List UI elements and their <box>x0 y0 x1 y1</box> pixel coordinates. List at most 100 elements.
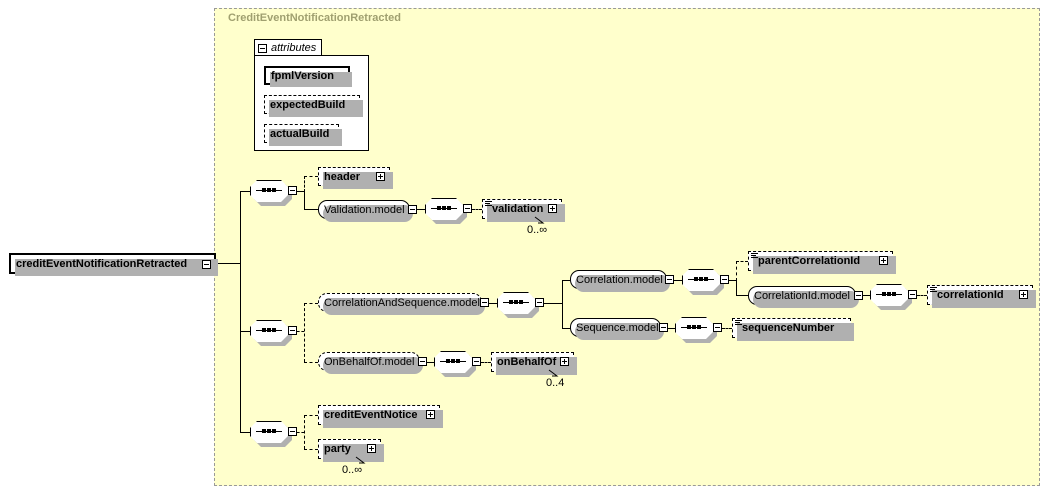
connector <box>674 280 682 281</box>
node-shadow <box>269 129 342 146</box>
element-creditEventNotice[interactable]: creditEventNotice <box>318 405 443 428</box>
node-shadow <box>753 256 896 274</box>
expand-toggle-icon[interactable] <box>426 410 435 419</box>
group-collapse-icon[interactable] <box>408 205 417 214</box>
group-collapse-icon[interactable] <box>720 275 729 284</box>
group-collapse-icon[interactable] <box>472 357 481 366</box>
occurrence-label-validation: 0..∞ <box>527 224 548 236</box>
element-party[interactable]: party <box>318 439 384 462</box>
group-collapse-icon[interactable] <box>535 298 544 307</box>
group-collapse-icon[interactable] <box>854 291 863 300</box>
attribute-fpmlVersion[interactable]: fpmlVersion <box>264 66 352 87</box>
group-collapse-icon[interactable] <box>288 186 297 195</box>
element-parentCorrelationId[interactable]: parentCorrelationId <box>748 251 896 274</box>
sequence-dot <box>267 328 271 332</box>
node-shadow <box>932 290 1036 308</box>
node-shadow <box>323 410 443 428</box>
expand-toggle-icon[interactable] <box>548 204 557 213</box>
connector <box>240 331 250 332</box>
sequence-group-validation[interactable] <box>425 198 467 224</box>
element-correlationId[interactable]: correlationId <box>927 285 1036 308</box>
node-shadow <box>323 205 413 222</box>
connector-optional <box>472 209 482 210</box>
repeat-indicator-icon <box>548 369 559 377</box>
node-shadow <box>753 291 859 308</box>
connector-optional <box>736 261 748 262</box>
element-validation[interactable]: validation <box>482 199 565 222</box>
expand-toggle-icon[interactable] <box>367 444 376 453</box>
group-collapse-icon[interactable] <box>418 357 427 366</box>
group-ref-validation-model[interactable]: Validation.model <box>318 200 413 222</box>
sequence-dot <box>267 429 271 433</box>
connector-optional <box>722 328 732 329</box>
node-shadow <box>575 323 664 340</box>
sequence-group-sequence-number[interactable] <box>675 317 717 343</box>
sequence-dot <box>699 277 703 281</box>
group-collapse-icon[interactable] <box>908 290 917 299</box>
group-collapse-icon[interactable] <box>480 298 489 307</box>
expand-toggle-icon[interactable] <box>879 256 888 265</box>
node-shadow <box>737 323 854 341</box>
element-label: correlationId <box>937 289 1004 301</box>
sequence-group-3[interactable] <box>250 421 292 447</box>
root-element-node[interactable]: creditEventNotificationRetracted <box>9 253 218 276</box>
element-sequenceNumber[interactable]: sequenceNumber <box>732 318 854 341</box>
group-ref-sequence-model[interactable]: Sequence.model <box>570 318 664 340</box>
sequence-dot <box>694 277 698 281</box>
sequence-group-on-behalf-of[interactable] <box>434 351 476 377</box>
group-collapse-icon[interactable] <box>463 204 472 213</box>
group-ref-label: OnBehalfOf.model <box>324 355 415 368</box>
sequence-dot <box>272 328 276 332</box>
group-collapse-icon[interactable] <box>288 326 297 335</box>
expand-toggle-icon[interactable] <box>560 357 569 366</box>
group-ref-correlation-and-sequence-model[interactable]: CorrelationAndSequence.model <box>318 293 485 315</box>
attribute-actualBuild[interactable]: actualBuild <box>264 124 342 146</box>
element-type-icon <box>735 320 742 326</box>
element-header[interactable]: header <box>318 167 393 189</box>
element-label: sequenceNumber <box>742 322 835 334</box>
expand-toggle-icon[interactable] <box>1019 290 1028 299</box>
connector <box>297 191 304 192</box>
group-collapse-icon[interactable] <box>288 427 297 436</box>
group-ref-correlation-model[interactable]: Correlation.model <box>570 270 670 292</box>
sequence-dot <box>446 359 450 363</box>
connector-optional <box>736 261 737 281</box>
sequence-group-1[interactable] <box>250 180 292 206</box>
element-label: header <box>324 170 361 183</box>
group-ref-label: CorrelationAndSequence.model <box>324 296 480 309</box>
node-shadow <box>323 298 485 315</box>
connector <box>736 295 748 296</box>
sequence-group-correlation-id[interactable] <box>870 284 912 310</box>
collapse-toggle-icon[interactable] <box>202 260 211 269</box>
sequence-dot <box>272 188 276 192</box>
group-ref-correlation-id-model[interactable]: CorrelationId.model <box>748 286 859 308</box>
group-collapse-icon[interactable] <box>665 275 674 284</box>
attributes-tab[interactable]: attributes <box>254 39 322 56</box>
sequence-group-correlation-inner[interactable] <box>682 269 724 295</box>
sequence-group-correlation[interactable] <box>497 292 539 318</box>
expand-toggle-icon[interactable] <box>376 172 385 181</box>
group-collapse-icon[interactable] <box>713 323 722 332</box>
connector <box>304 209 318 210</box>
sequence-group-2[interactable] <box>250 320 292 346</box>
connector <box>304 191 305 209</box>
connector <box>240 191 241 432</box>
group-ref-on-behalf-of-model[interactable]: OnBehalfOf.model <box>318 352 423 374</box>
element-onBehalfOf[interactable]: onBehalfOf <box>491 352 577 375</box>
attribute-label: expectedBuild <box>270 98 346 111</box>
sequence-dot <box>882 292 886 296</box>
attributes-label: attributes <box>271 42 317 54</box>
connector-optional <box>304 176 305 192</box>
element-type-icon <box>930 287 937 293</box>
sequence-dot <box>697 325 701 329</box>
group-collapse-icon[interactable] <box>659 323 668 332</box>
connector <box>489 303 497 304</box>
node-shadow <box>323 172 393 189</box>
attributes-collapse-icon[interactable] <box>258 43 267 53</box>
connector <box>216 263 240 264</box>
element-label: onBehalfOf <box>497 356 557 368</box>
sequence-dot <box>692 325 696 329</box>
attribute-expectedBuild[interactable]: expectedBuild <box>264 95 363 117</box>
connector-optional <box>297 331 304 332</box>
node-shadow <box>575 275 670 292</box>
